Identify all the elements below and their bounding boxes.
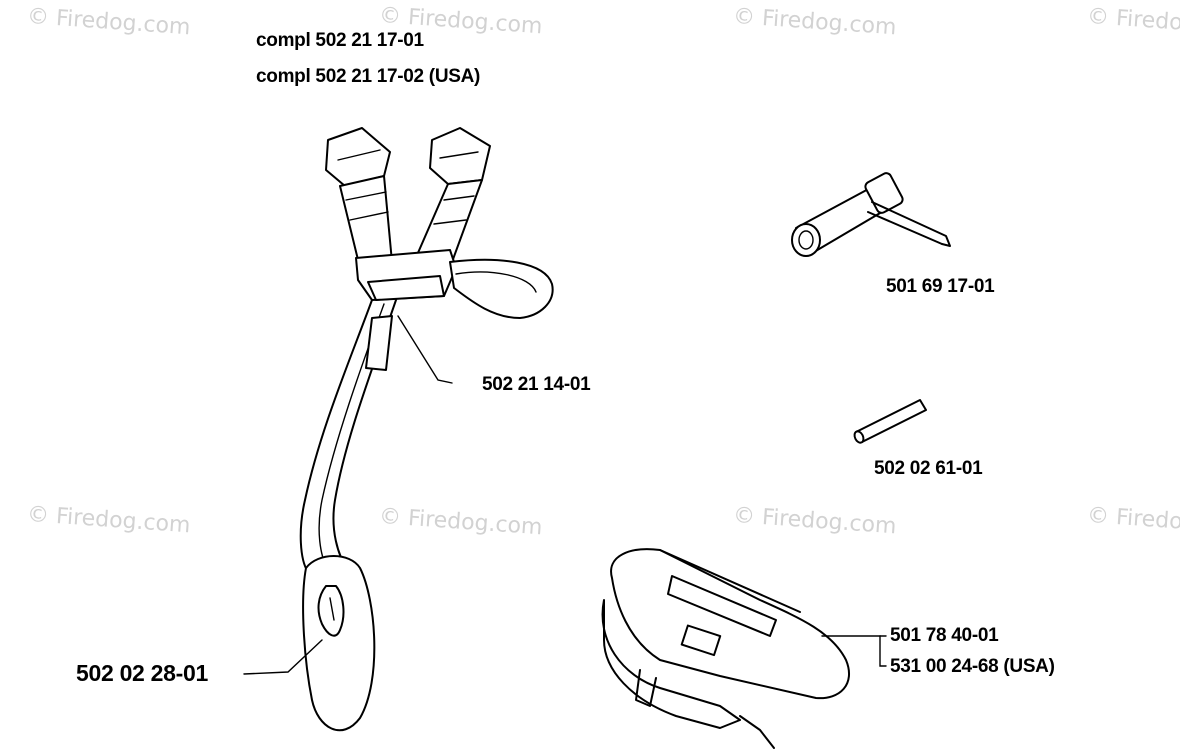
- wrench-screwdriver: [871, 201, 951, 247]
- hip-pad: [302, 555, 376, 732]
- assembly-number: compl 502 21 17-01: [256, 30, 424, 51]
- strap-tab: [365, 315, 393, 371]
- strap-stitch: [433, 219, 467, 225]
- leader-hip-pad: [243, 639, 323, 675]
- strap-stitch: [443, 195, 475, 201]
- back-strap-center: [318, 303, 385, 571]
- part-number-harness-clip: 502 21 14-01: [482, 374, 591, 395]
- part-number-hip-pad: 502 02 28-01: [76, 660, 208, 686]
- bag-buckle: [680, 624, 722, 657]
- strap-stitch: [349, 211, 389, 221]
- strap-stitch: [439, 151, 479, 159]
- harness-drawing: [243, 127, 554, 732]
- bag-top-edge: [659, 549, 801, 613]
- part-number-carry-bag-usa: 531 00 24-68 (USA): [890, 656, 1055, 677]
- bag-label-band: [667, 575, 777, 637]
- leader-harness-clip: [397, 315, 453, 384]
- wrench-tbar: [867, 211, 943, 245]
- assembly-number-usa: compl 502 21 17-02 (USA): [256, 66, 481, 87]
- leader-carry-bag: [821, 635, 887, 667]
- bag-body: [610, 548, 851, 700]
- bag-clip: [635, 669, 657, 707]
- hook-detail: [329, 597, 335, 621]
- wrench-socket-large: [791, 223, 821, 257]
- part-number-pin: 502 02 61-01: [874, 458, 983, 479]
- strap-stitch: [345, 191, 387, 201]
- pin: [855, 399, 927, 443]
- hip-pad-hook: [317, 585, 345, 637]
- right-strap-buckle: [429, 127, 491, 185]
- wrench-drawing: [791, 172, 951, 257]
- part-number-carry-bag: 501 78 40-01: [890, 625, 999, 646]
- wrench-socket-hole: [798, 230, 814, 250]
- bag-shoulder-strap: [601, 599, 741, 729]
- pin-end: [853, 430, 865, 444]
- back-strap-left-edge: [299, 299, 373, 573]
- carry-bag-drawing: [601, 548, 887, 749]
- bag-strap-end: [739, 715, 775, 749]
- side-loop-strap: [449, 258, 554, 319]
- strap-stitch: [337, 149, 381, 161]
- pin-drawing: [853, 399, 927, 444]
- side-loop-inner: [455, 271, 537, 293]
- harness-clip: [367, 275, 445, 301]
- left-shoulder-strap: [339, 175, 393, 269]
- part-number-wrench: 501 69 17-01: [886, 276, 995, 297]
